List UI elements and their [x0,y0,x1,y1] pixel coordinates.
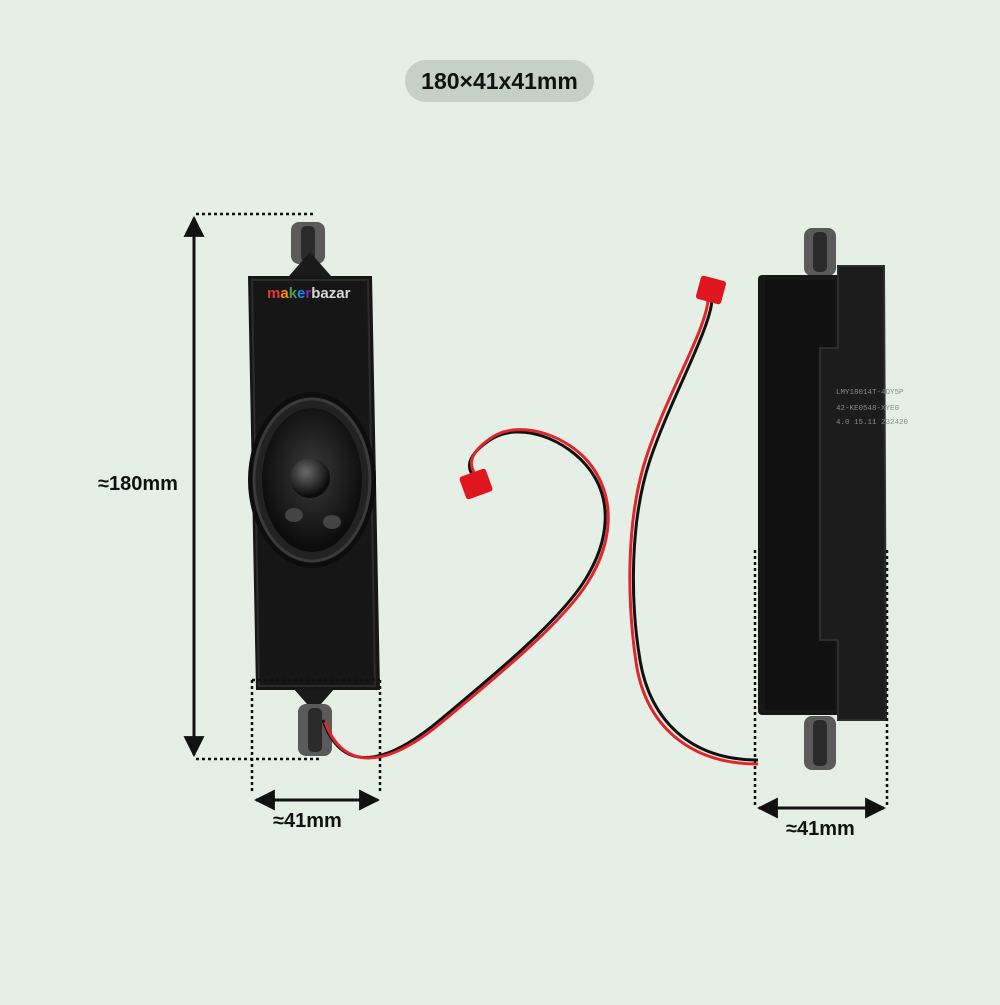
front-width-label: ≈41mm [273,810,342,832]
height-guide [183,212,322,761]
front-bottom-mount-tab [293,688,335,756]
side-label-line-2: 42-KE0548-XYE0 [836,405,900,413]
front-wire [321,428,610,760]
front-width-guide [250,678,382,811]
side-label-panel [819,265,888,721]
side-connector [696,275,726,305]
side-label-line-1: LMY18014T-4ΩY5P [836,389,904,397]
height-label: ≈180mm [98,473,178,495]
side-width-guide [753,550,889,819]
front-speaker: makerbazar [248,222,380,756]
front-top-mount-tab [289,222,331,276]
side-label-line-3: 4.0 15.11 232420 [836,419,909,427]
side-wire [628,275,759,766]
brand-logo: makerbazar [267,285,351,302]
speaker-driver [248,392,376,568]
dimensions-badge: 180×41x41mm [405,60,594,102]
side-width-label: ≈41mm [786,818,855,840]
front-connector [459,468,493,500]
side-speaker: LMY18014T-4ΩY5P 42-KE0548-XYE0 4.0 15.11… [758,228,909,770]
